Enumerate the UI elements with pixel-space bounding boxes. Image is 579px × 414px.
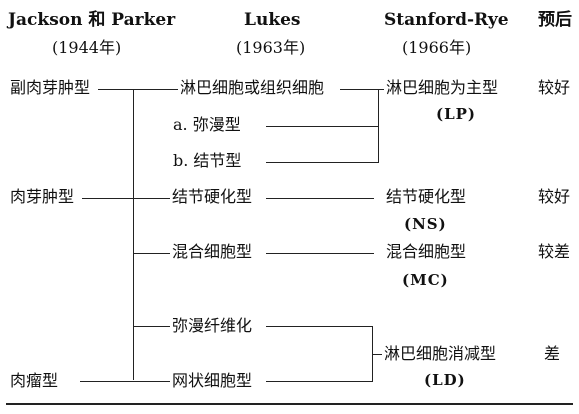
bottom-rule [6,403,573,405]
prognosis-ld: 差 [544,344,561,363]
header-stanford-rye: Stanford-Rye [384,10,509,30]
connector-trunk-df [133,326,170,327]
rye-lp: 淋巴细胞为主型 [386,78,499,97]
header-prognosis: 预后 [538,10,572,30]
rye-ld: 淋巴细胞消减型 [384,344,497,363]
header-jackson-parker: Jackson 和 Parker [8,10,176,30]
jackson-sarcoma: 肉瘤型 [10,371,59,390]
header-lukes: Lukes [244,10,301,30]
lukes-nodular-sclerosis: 结节硬化型 [172,187,253,206]
connector-df-ld [266,326,372,327]
connector-mc-mc [266,253,374,254]
header-stanford-rye-year: (1966年) [402,38,472,57]
connector-lh-lp [340,89,384,90]
bracket-lp [378,89,379,163]
connector-paragranuloma-lh [98,89,178,90]
rye-ns: 结节硬化型 [386,187,467,206]
connector-granuloma-trunk [82,198,134,199]
connector-ns-ns [266,198,374,199]
header-jackson-year: (1944年) [52,38,122,57]
lukes-nodular: b. 结节型 [173,151,242,170]
rye-mc-abbr: (MC) [402,271,449,289]
lukes-diffuse-fibrosis: 弥漫纤维化 [172,316,253,335]
connector-trunk-mc [133,253,170,254]
rye-lp-abbr: (LP) [436,105,477,123]
jackson-paragranuloma: 副肉芽肿型 [10,78,91,97]
connector-trunk-ret [133,381,170,382]
rye-ld-abbr: (LD) [424,371,466,389]
rye-ns-abbr: (NS) [404,215,447,233]
prognosis-lp: 较好 [538,78,571,97]
jackson-granuloma: 肉芽肿型 [10,187,75,206]
connector-diffuse [266,126,378,127]
lukes-diffuse: a. 弥漫型 [173,115,241,134]
prognosis-mc: 较差 [538,242,571,261]
lukes-mixed-cellularity: 混合细胞型 [172,242,253,261]
prognosis-ns: 较好 [538,187,571,206]
connector-nodular [266,162,378,163]
header-lukes-year: (1963年) [236,38,306,57]
connector-ld-bracket [372,354,382,355]
lukes-lymphocytic-histiocytic: 淋巴细胞或组织细胞 [180,78,325,97]
connector-trunk [133,89,134,380]
rye-mc: 混合细胞型 [386,242,467,261]
lukes-reticular: 网状细胞型 [172,371,253,390]
connector-trunk-ns [133,198,170,199]
connector-sarcoma-trunk [80,381,134,382]
connector-ret-ld [266,381,372,382]
